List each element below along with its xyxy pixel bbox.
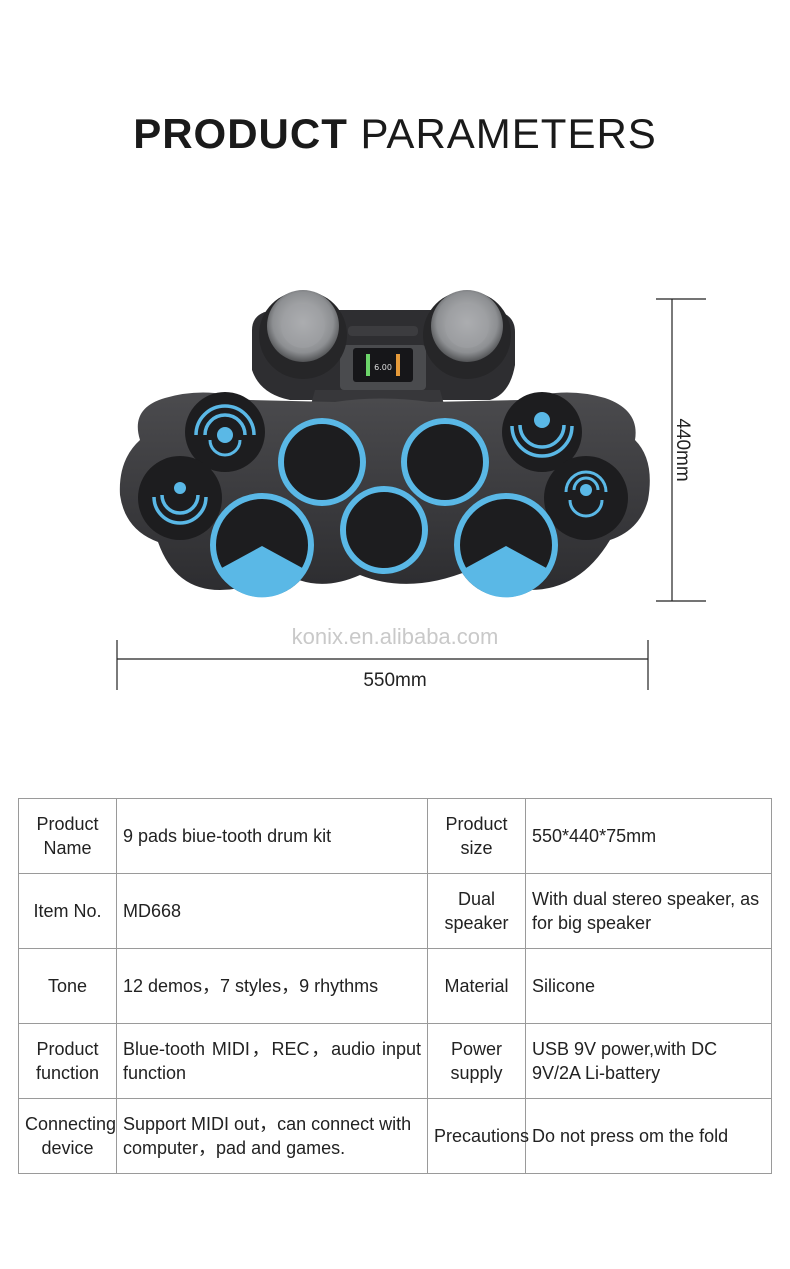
title-light: PARAMETERS <box>360 110 657 157</box>
param-value: With dual stereo speaker, as for big spe… <box>525 873 772 949</box>
pad-top-left <box>185 392 265 472</box>
param-label: Product size <box>427 798 526 874</box>
screen-readout: 6.00 <box>374 363 392 372</box>
param-value: Blue-tooth MIDI，REC，audio input function <box>116 1023 428 1099</box>
speaker-unit: 6.00 <box>252 290 515 408</box>
pad-lower-center <box>340 486 428 574</box>
table-row: Product Name 9 pads biue-tooth drum kit … <box>18 798 772 874</box>
pad-lower-left <box>210 493 314 598</box>
param-label: Tone <box>18 948 117 1024</box>
pad-upper-left <box>278 418 366 506</box>
watermark: konix.en.alibaba.com <box>291 624 499 649</box>
page-title: PRODUCT PARAMETERS <box>0 110 790 158</box>
param-value: Silicone <box>525 948 772 1024</box>
param-label: Power supply <box>427 1023 526 1099</box>
param-value: 550*440*75mm <box>525 798 772 874</box>
param-label: Connecting device <box>18 1098 117 1174</box>
param-value: USB 9V power,with DC 9V/2A Li-battery <box>525 1023 772 1099</box>
title-bold: PRODUCT <box>133 110 348 157</box>
height-dimension-line <box>656 298 706 602</box>
param-label: Dual speaker <box>427 873 526 949</box>
parameters-table: Product Name 9 pads biue-tooth drum kit … <box>18 798 772 1174</box>
pad-mid-left <box>138 456 222 540</box>
param-value: Support MIDI out，can connect with comput… <box>116 1098 428 1174</box>
param-value: MD668 <box>116 873 428 949</box>
height-label: 440mm <box>672 418 693 482</box>
pad-lower-right <box>454 493 558 598</box>
drum-kit-image: 6.00 <box>119 290 650 598</box>
table-row: Connecting device Support MIDI out，can c… <box>18 1098 772 1174</box>
param-label: Item No. <box>18 873 117 949</box>
param-value: Do not press om the fold <box>525 1098 772 1174</box>
pad-top-right <box>502 392 582 472</box>
pad-upper-right <box>401 418 489 506</box>
table-row: Product function Blue-tooth MIDI，REC，aud… <box>18 1023 772 1099</box>
param-label: Precautions <box>427 1098 529 1174</box>
table-row: Item No. MD668 Dual speaker With dual st… <box>18 873 772 949</box>
width-dimension-line <box>116 640 649 690</box>
param-value: 12 demos，7 styles，9 rhythms <box>116 948 428 1024</box>
param-value: 9 pads biue-tooth drum kit <box>116 798 428 874</box>
param-label: Product Name <box>18 798 117 874</box>
table-row: Tone 12 demos，7 styles，9 rhythms Materia… <box>18 948 772 1024</box>
param-label: Product function <box>18 1023 117 1099</box>
width-label: 550mm <box>363 670 427 691</box>
param-label: Material <box>427 948 526 1024</box>
pad-mid-right <box>544 456 628 540</box>
